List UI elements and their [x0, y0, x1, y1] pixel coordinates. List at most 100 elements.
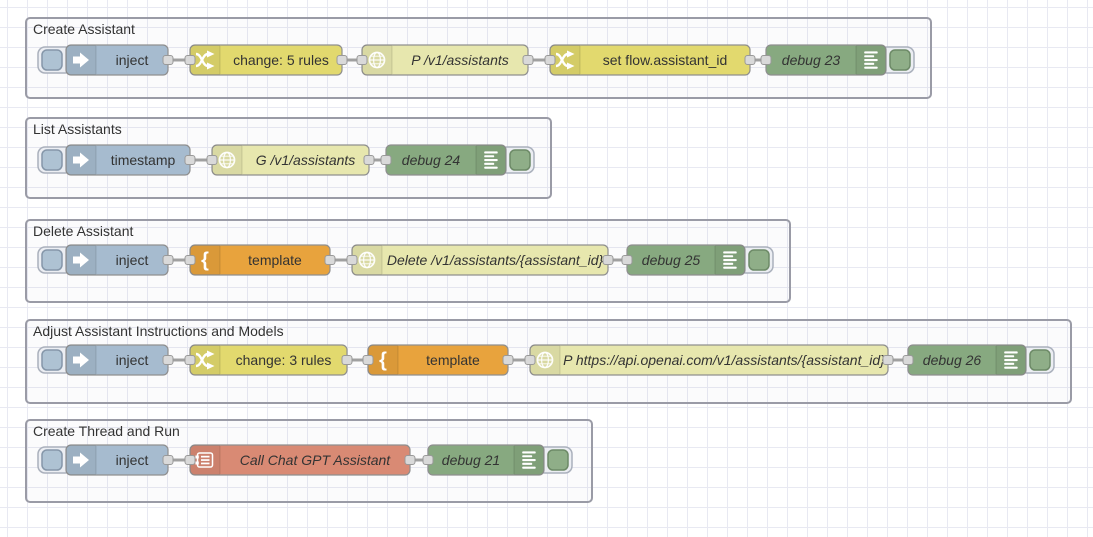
port-out[interactable]	[341, 355, 353, 365]
node-http-post-update: P https://api.openai.com/v1/assistants/{…	[524, 344, 894, 376]
port-in[interactable]	[760, 55, 772, 65]
icon-region	[190, 45, 220, 75]
port-out[interactable]	[744, 55, 756, 65]
debug-lines-icon	[522, 451, 536, 469]
node-inject-thread: inject	[37, 444, 174, 476]
node-change-3-rules: change: 3 rules	[184, 344, 353, 376]
inject-button[interactable]	[41, 149, 63, 171]
node-debug-25: debug 25	[621, 244, 774, 276]
inject-button[interactable]	[41, 349, 63, 371]
brace-icon: {	[201, 250, 209, 272]
node-debug-26: debug 26	[902, 344, 1055, 376]
inject-arrow-icon	[73, 452, 89, 468]
node-debug-23: debug 23	[760, 44, 915, 76]
port-out[interactable]	[882, 355, 894, 365]
inject-button[interactable]	[41, 249, 63, 271]
port-in[interactable]	[524, 355, 536, 365]
node-http-delete-assistant: Delete /v1/assistants/{assistant_id}	[346, 244, 614, 276]
node-inject-delete: inject	[37, 244, 174, 276]
port-out[interactable]	[522, 55, 534, 65]
debug-toggle-button[interactable]	[748, 249, 770, 271]
shuffle-icon	[195, 50, 215, 70]
port-out[interactable]	[162, 355, 174, 365]
debug-toggle-button[interactable]	[509, 149, 531, 171]
group-3: Adjust Assistant Instructions and Models…	[25, 319, 1072, 404]
inject-arrow-icon	[73, 352, 89, 368]
inject-arrow-icon	[73, 252, 89, 268]
globe-icon	[536, 351, 554, 369]
port-in[interactable]	[422, 455, 434, 465]
icon-region	[368, 345, 398, 375]
port-out[interactable]	[602, 255, 614, 265]
node-label: inject	[116, 452, 149, 468]
port-in[interactable]	[184, 55, 196, 65]
globe-icon	[368, 51, 386, 69]
node-inject-adjust: inject	[37, 344, 174, 376]
port-out[interactable]	[184, 155, 196, 165]
node-label: debug 25	[642, 252, 701, 268]
node-inject-timestamp: timestamp	[37, 144, 196, 176]
node-debug-24: debug 24	[380, 144, 535, 176]
node-label: Call Chat GPT Assistant	[240, 452, 392, 468]
icon-region	[190, 245, 220, 275]
inject-button[interactable]	[41, 49, 63, 71]
node-label: timestamp	[111, 152, 176, 168]
port-in[interactable]	[362, 355, 374, 365]
inject-button[interactable]	[41, 449, 63, 471]
port-in[interactable]	[380, 155, 392, 165]
debug-toggle-button[interactable]	[1029, 349, 1051, 371]
port-out[interactable]	[363, 155, 375, 165]
group-label: Create Thread and Run	[33, 423, 180, 439]
group-0: Create Assistant inject change: 5 rules P /…	[25, 17, 932, 99]
debug-toggle-button[interactable]	[547, 449, 569, 471]
group-1: List Assistants timestamp G /v1/assistants…	[25, 117, 552, 199]
port-in[interactable]	[184, 255, 196, 265]
port-out[interactable]	[162, 55, 174, 65]
node-label: change: 3 rules	[236, 352, 332, 368]
group-label: Create Assistant	[33, 21, 135, 37]
port-out[interactable]	[404, 455, 416, 465]
group-2: Delete Assistant inject { template Delete /v…	[25, 219, 791, 303]
port-out[interactable]	[162, 255, 174, 265]
port-in[interactable]	[346, 255, 358, 265]
node-label: debug 21	[442, 452, 500, 468]
port-in[interactable]	[621, 255, 633, 265]
node-http-post-assistants: P /v1/assistants	[356, 44, 534, 76]
port-in[interactable]	[184, 455, 196, 465]
port-in[interactable]	[184, 355, 196, 365]
group-label: List Assistants	[33, 121, 122, 137]
node-label: change: 5 rules	[233, 52, 329, 68]
debug-toggle-button[interactable]	[889, 49, 911, 71]
port-out[interactable]	[162, 455, 174, 465]
debug-lines-icon	[723, 251, 737, 269]
node-label: debug 24	[402, 152, 461, 168]
globe-icon	[358, 251, 376, 269]
group-label: Adjust Assistant Instructions and Models	[33, 323, 284, 339]
debug-lines-icon	[484, 151, 498, 169]
port-in[interactable]	[544, 55, 556, 65]
node-inject-create: inject	[37, 44, 174, 76]
debug-lines-icon	[1004, 351, 1018, 369]
port-in[interactable]	[356, 55, 368, 65]
node-set-flow-assistant-id: set flow.assistant_id	[544, 44, 756, 76]
node-call-chat-gpt-assistant: Call Chat GPT Assistant	[184, 444, 416, 476]
node-label: inject	[116, 252, 149, 268]
group-label: Delete Assistant	[33, 223, 133, 239]
node-debug-21: debug 21	[422, 444, 573, 476]
node-label: inject	[116, 352, 149, 368]
node-http-get-assistants: G /v1/assistants	[206, 144, 375, 176]
node-label: Delete /v1/assistants/{assistant_id}	[387, 252, 604, 268]
port-out[interactable]	[336, 55, 348, 65]
port-in[interactable]	[902, 355, 914, 365]
node-template-delete: { template	[184, 244, 336, 276]
port-in[interactable]	[206, 155, 218, 165]
port-out[interactable]	[502, 355, 514, 365]
port-out[interactable]	[324, 255, 336, 265]
svg-text:{: {	[379, 350, 387, 372]
shuffle-icon	[555, 50, 575, 70]
shuffle-icon	[195, 350, 215, 370]
node-label: template	[248, 252, 302, 268]
node-template-adjust: {template	[362, 344, 514, 376]
